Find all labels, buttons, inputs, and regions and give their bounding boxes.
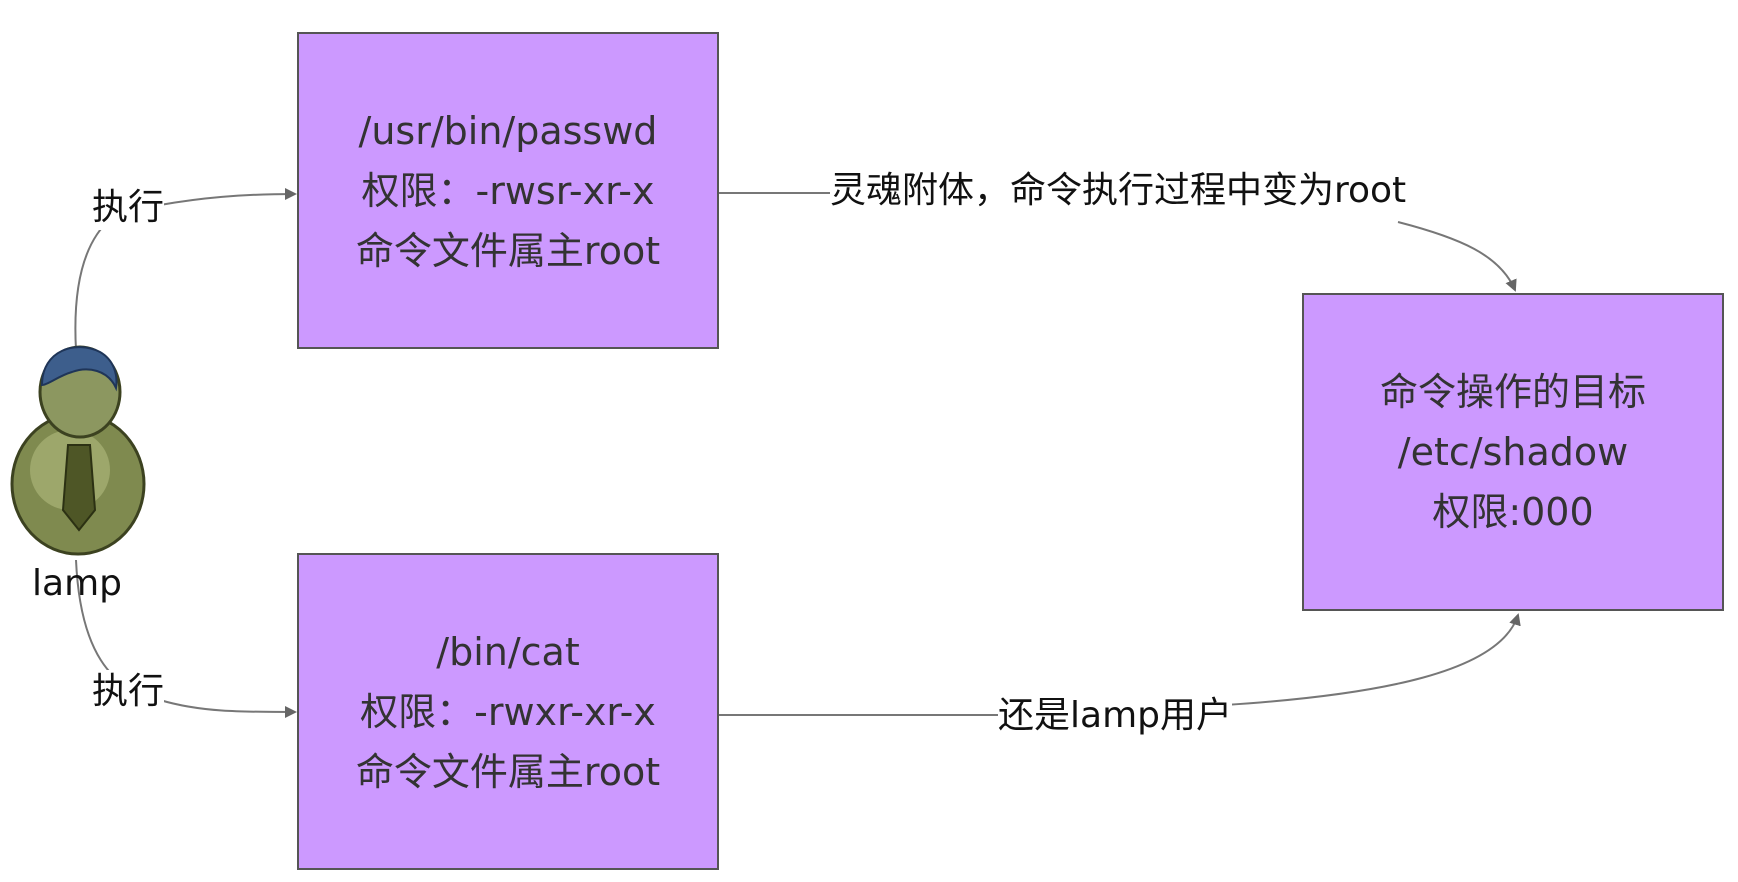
cat-path: /bin/cat (436, 629, 580, 674)
edge-label-cat-to-shadow: 还是lamp用户 (998, 694, 1232, 738)
shadow-target-box: 命令操作的目标 /etc/shadow 权限:000 (1302, 293, 1724, 611)
edge-label-exec-top: 执行 (92, 186, 165, 230)
user-name-label: lamp (32, 563, 122, 604)
edge-label-exec-bottom: 执行 (92, 670, 165, 714)
cat-permission: 权限：-rwxr-xr-x (360, 689, 656, 734)
user-person-icon (10, 345, 146, 556)
cat-command-box: /bin/cat 权限：-rwxr-xr-x 命令文件属主root (297, 553, 719, 870)
passwd-permission: 权限：-rwsr-xr-x (361, 168, 655, 213)
shadow-title: 命令操作的目标 (1379, 370, 1646, 414)
cat-owner: 命令文件属主root (355, 749, 661, 794)
passwd-owner: 命令文件属主root (355, 228, 661, 273)
passwd-command-box: /usr/bin/passwd 权限：-rwsr-xr-x 命令文件属主root (297, 32, 719, 349)
shadow-permission: 权限:000 (1432, 490, 1594, 534)
edge-label-passwd-to-shadow: 灵魂附体，命令执行过程中变为root (830, 169, 1407, 213)
edge-cat-to-shadow-arrow (1224, 613, 1521, 706)
shadow-path: /etc/shadow (1397, 430, 1629, 474)
edge-passwd-to-shadow-arrow (1397, 221, 1517, 292)
passwd-path: /usr/bin/passwd (358, 108, 658, 153)
